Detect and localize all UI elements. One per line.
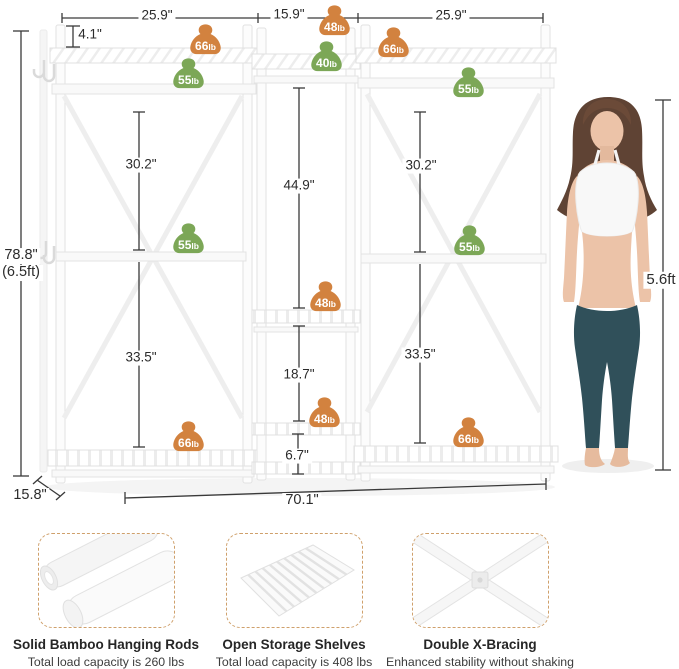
dim-total-width: 70.1" bbox=[282, 492, 322, 509]
feature-title: Double X-Bracing bbox=[423, 637, 537, 652]
weight-badge: 55lb bbox=[171, 222, 206, 255]
weight-icon bbox=[310, 281, 341, 312]
weight-icon bbox=[319, 5, 350, 36]
dim-middle-open-height: 44.9" bbox=[280, 178, 318, 194]
weight-badge: 55lb bbox=[171, 57, 206, 90]
weight-icon bbox=[453, 417, 484, 448]
weight-badge: 48lb bbox=[308, 280, 343, 313]
feature-title: Open Storage Shelves bbox=[222, 637, 366, 652]
dim-right-upper-height: 30.2" bbox=[402, 158, 440, 174]
weight-icon bbox=[309, 397, 340, 428]
dim-top-left-width: 25.9" bbox=[138, 8, 176, 24]
weight-badge: 55lb bbox=[452, 224, 487, 257]
feature-card-storage-shelves: Open Storage Shelves Total load capacity… bbox=[200, 533, 388, 669]
leggings bbox=[573, 305, 641, 448]
model-figure bbox=[557, 97, 657, 468]
feature-subtitle: Total load capacity is 408 lbs bbox=[215, 655, 373, 669]
bamboo-rods-icon bbox=[37, 533, 175, 628]
weight-icon bbox=[173, 421, 204, 452]
weight-badge: 66lb bbox=[188, 23, 223, 56]
diagram-canvas bbox=[13, 13, 671, 504]
weight-badge: 40lb bbox=[309, 40, 344, 73]
weight-badge: 48lb bbox=[317, 4, 352, 37]
dim-model-height: 5.6ft bbox=[643, 271, 679, 289]
feature-title: Solid Bamboo Hanging Rods bbox=[13, 637, 199, 652]
weight-badge: 66lb bbox=[451, 416, 486, 449]
dim-left-lower-height: 33.5" bbox=[122, 350, 160, 366]
dim-depth: 15.8" bbox=[10, 487, 50, 504]
weight-icon bbox=[454, 225, 485, 256]
weight-icon bbox=[190, 24, 221, 55]
weight-badge: 66lb bbox=[171, 420, 206, 453]
weight-badge: 55lb bbox=[451, 66, 486, 99]
feature-card-bamboo-rods: Solid Bamboo Hanging Rods Total load cap… bbox=[12, 533, 200, 669]
x-brace-icon bbox=[411, 533, 549, 628]
sports-bra bbox=[575, 162, 639, 237]
weight-icon bbox=[378, 27, 409, 58]
dim-left-upper-height: 30.2" bbox=[122, 157, 160, 173]
dim-total-height-in: 78.8" bbox=[1, 247, 41, 264]
weight-badge: 66lb bbox=[376, 26, 411, 59]
weight-icon bbox=[173, 223, 204, 254]
feature-subtitle: Total load capacity is 260 lbs bbox=[27, 655, 185, 669]
feature-card-x-bracing: Double X-Bracing Enhanced stability with… bbox=[386, 533, 574, 669]
dim-total-height-ft: (6.5ft) bbox=[0, 264, 43, 281]
feature-subtitle: Enhanced stability without shaking bbox=[386, 655, 574, 669]
dim-top-right-width: 25.9" bbox=[432, 8, 470, 24]
weight-icon bbox=[453, 67, 484, 98]
dim-middle-shelf-gap: 18.7" bbox=[280, 367, 318, 383]
weight-icon bbox=[311, 41, 342, 72]
weight-badge: 48lb bbox=[307, 396, 342, 429]
dim-middle-bottom-gap: 6.7" bbox=[282, 448, 312, 464]
dim-rod-drop: 4.1" bbox=[75, 27, 105, 43]
dim-top-middle-width: 15.9" bbox=[270, 7, 308, 23]
weight-icon bbox=[173, 58, 204, 89]
dim-right-lower-height: 33.5" bbox=[401, 347, 439, 363]
storage-shelf-icon bbox=[225, 533, 363, 628]
garment-rack-illustration bbox=[32, 24, 559, 484]
